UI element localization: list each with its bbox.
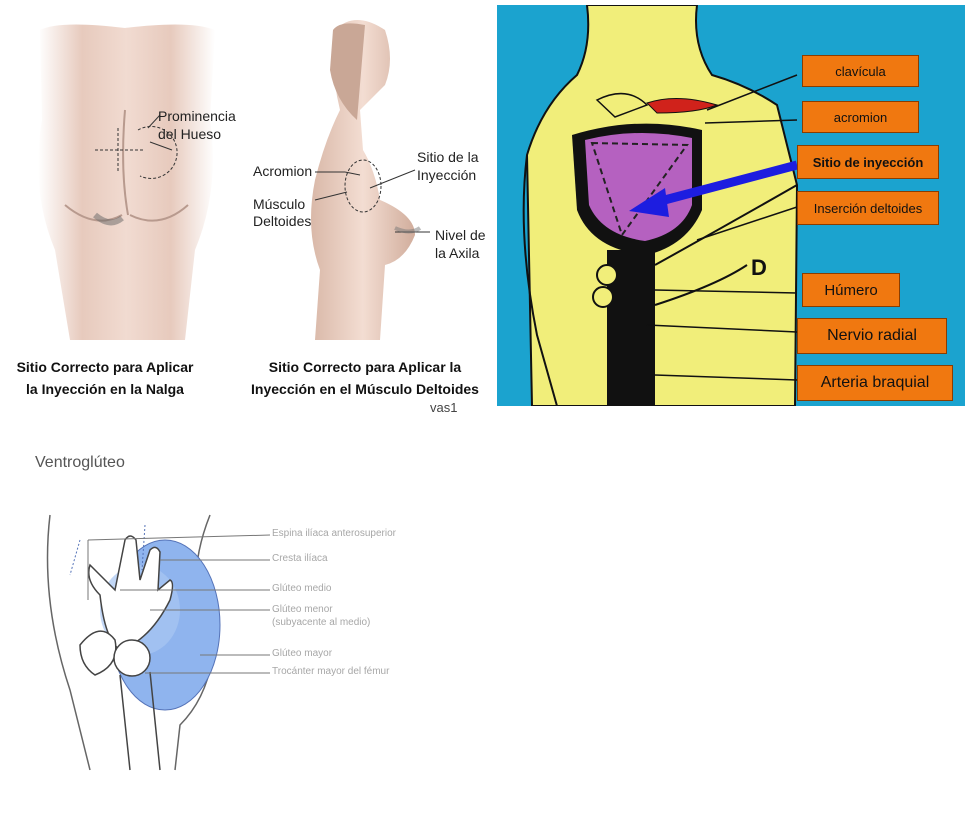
label-espina-iliaca: Espina ilíaca anterosuperior bbox=[272, 528, 396, 539]
label-gluteo-menor: Glúteo menor (subyacente al medio) bbox=[272, 603, 370, 629]
label-cresta-iliaca: Cresta ilíaca bbox=[272, 553, 328, 564]
ventrogluteo-illustration bbox=[0, 440, 440, 825]
label-acromion: Acromion bbox=[253, 164, 312, 179]
watermark: vas1 bbox=[430, 400, 457, 415]
label-musculo-deltoides: Músculo Deltoides bbox=[253, 196, 311, 230]
tag-humero: Húmero bbox=[802, 273, 900, 307]
caption-deltoides: Sitio Correcto para Aplicar la Inyección… bbox=[245, 356, 485, 400]
shoulder-panel: D clavícula acromion Sitio de inyección … bbox=[497, 5, 965, 406]
tag-arteria-braquial: Arteria braquial bbox=[797, 365, 953, 401]
label-gluteo-medio: Glúteo medio bbox=[272, 583, 331, 594]
caption-nalga: Sitio Correcto para Aplicar la Inyección… bbox=[0, 356, 210, 400]
buttock-panel: Prominencia del Hueso Sitio Correcto par… bbox=[0, 0, 250, 410]
deltoid-panel: Acromion Músculo Deltoides Sitio de la I… bbox=[245, 0, 495, 420]
label-gluteo-mayor: Glúteo mayor bbox=[272, 648, 332, 659]
label-nivel-axila: Nivel de la Axila bbox=[435, 226, 486, 262]
label-trocanter: Trocánter mayor del fémur bbox=[272, 666, 389, 677]
tag-acromion: acromion bbox=[802, 101, 919, 133]
tag-clavicula: clavícula bbox=[802, 55, 919, 87]
label-prominencia: Prominencia del Hueso bbox=[158, 107, 236, 143]
ventrogluteo-panel: Ventroglúteo Espina ilíaca anterosuperio… bbox=[0, 440, 440, 825]
tag-sitio-inyeccion: Sitio de inyección bbox=[797, 145, 939, 179]
label-sitio-inyeccion: Sitio de la Inyección bbox=[417, 148, 478, 184]
svg-text:D: D bbox=[751, 255, 767, 280]
buttock-illustration bbox=[0, 0, 250, 410]
tag-insercion-deltoides: Inserción deltoides bbox=[797, 191, 939, 225]
tag-nervio-radial: Nervio radial bbox=[797, 318, 947, 354]
